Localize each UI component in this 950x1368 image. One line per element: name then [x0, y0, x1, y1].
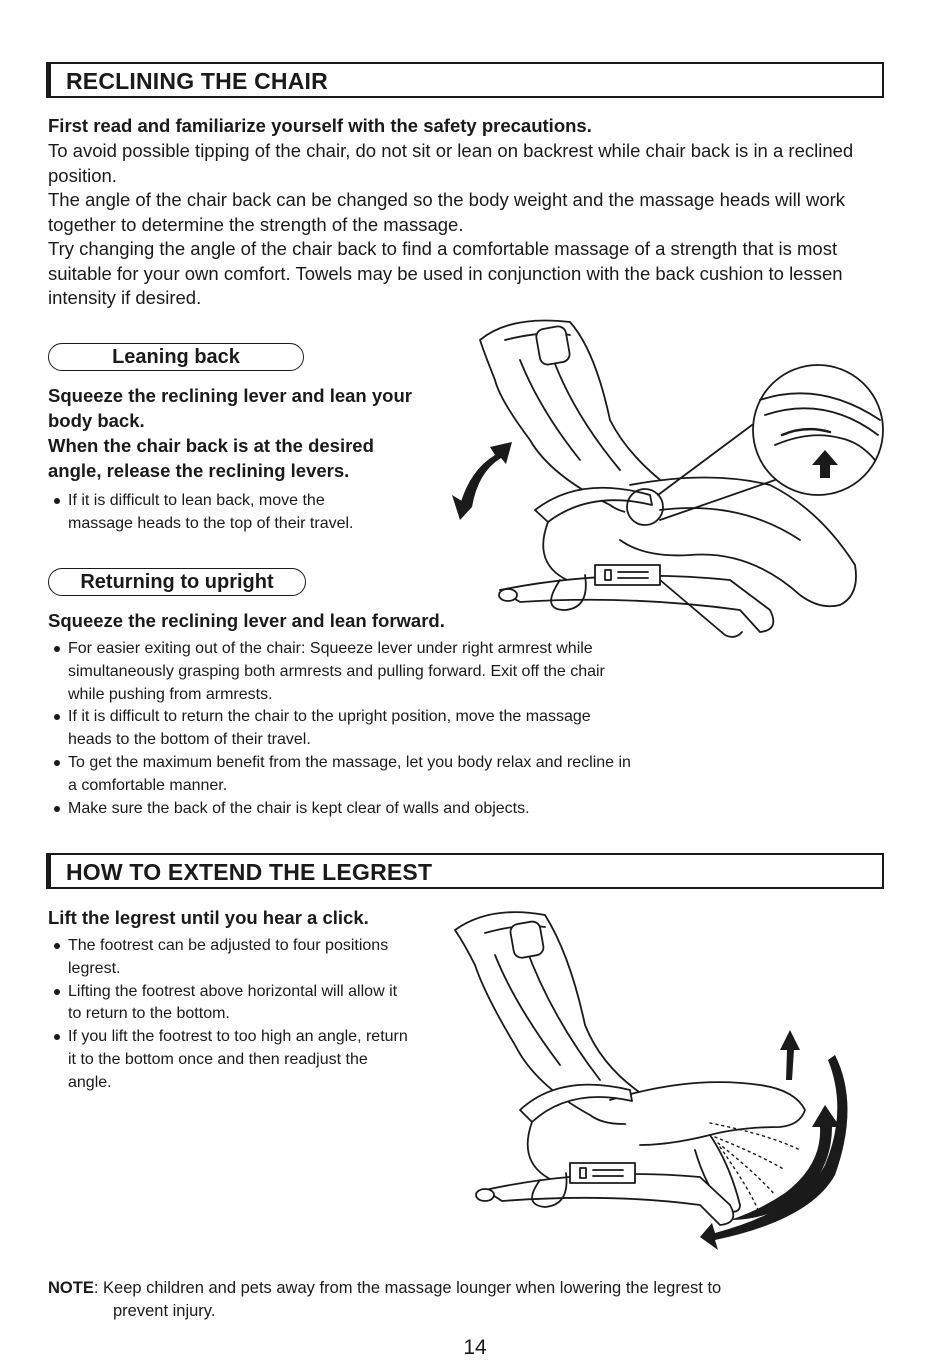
section-title-text: RECLINING THE CHAIR — [66, 68, 328, 94]
intro-paragraph-2: The angle of the chair back can be chang… — [48, 189, 846, 235]
curved-down-arrow-icon — [700, 1055, 848, 1250]
legrest-instruction: Lift the legrest until you hear a click. — [48, 907, 369, 928]
legrest-bullets: The footrest can be adjusted to four pos… — [48, 935, 410, 1095]
curved-up-arrow-icon — [730, 1105, 840, 1220]
note: NOTE: Keep children and pets away from t… — [48, 1277, 868, 1323]
subheading-text: Leaning back — [112, 346, 240, 368]
leaning-bullets: If it is difficult to lean back, move th… — [48, 490, 393, 536]
subheading-returning-upright: Returning to upright — [48, 568, 306, 596]
list-item: Lifting the footrest above horizontal wi… — [48, 981, 410, 1027]
note-text: : Keep children and pets away from the m… — [93, 1279, 722, 1297]
section-title-legrest: HOW TO EXTEND THE LEGREST — [46, 853, 884, 889]
reclining-chair-illustration — [452, 319, 884, 638]
list-item: If it is difficult to lean back, move th… — [48, 490, 393, 536]
page-number: 14 — [463, 1336, 487, 1359]
intro-bold: First read and familiarize yourself with… — [48, 115, 592, 136]
upright-bullets: For easier exiting out of the chair: Squ… — [48, 638, 638, 820]
list-item: For easier exiting out of the chair: Squ… — [48, 638, 638, 706]
section-title-reclining: RECLINING THE CHAIR — [46, 62, 884, 98]
up-arrow-icon — [812, 450, 838, 478]
section-title-text: HOW TO EXTEND THE LEGREST — [66, 859, 433, 885]
list-item: If it is difficult to return the chair t… — [48, 706, 638, 752]
leaning-instruction-2: When the chair back is at the desired an… — [48, 435, 374, 481]
list-item: The footrest can be adjusted to four pos… — [48, 935, 410, 981]
list-item: If you lift the footrest to too high an … — [48, 1026, 410, 1094]
intro-paragraph-3: Try changing the angle of the chair back… — [48, 238, 843, 308]
up-arrow-icon — [780, 1030, 800, 1080]
curved-double-arrow-icon — [452, 442, 512, 520]
legrest-chair-illustration — [454, 911, 848, 1250]
list-item: Make sure the back of the chair is kept … — [48, 798, 638, 821]
subheading-text: Returning to upright — [80, 571, 274, 593]
leaning-instruction-1: Squeeze the reclining lever and lean you… — [48, 385, 412, 431]
note-label: NOTE — [48, 1279, 94, 1297]
note-text-continued: prevent injury. — [113, 1302, 216, 1320]
list-item: To get the maximum benefit from the mass… — [48, 752, 638, 798]
subheading-leaning-back: Leaning back — [48, 343, 304, 371]
upright-instruction: Squeeze the reclining lever and lean for… — [48, 610, 445, 631]
intro-paragraph-1: To avoid possible tipping of the chair, … — [48, 140, 854, 186]
